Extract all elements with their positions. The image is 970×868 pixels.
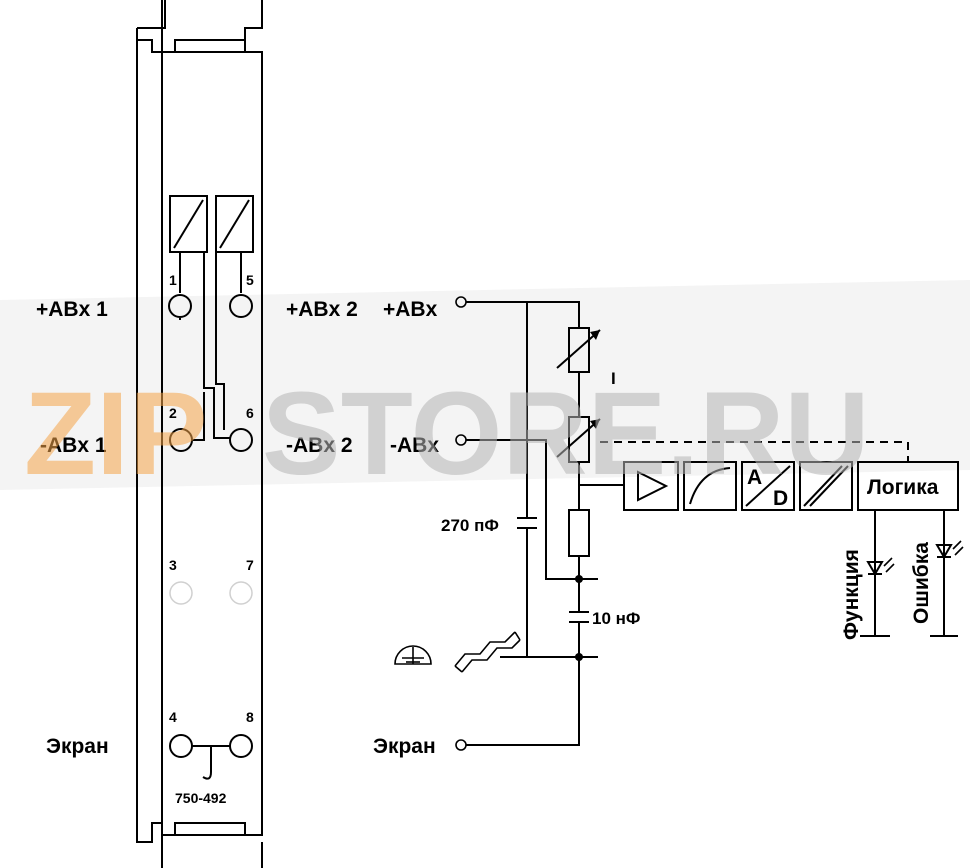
terminal-7 [229,581,253,605]
svg-text:D: D [773,487,788,510]
cap2-label: 10 нФ [592,609,640,628]
din-rail-icon [454,631,521,673]
led-error-wire [930,510,958,637]
part-number: 750-492 [175,790,227,806]
amplifier-block [623,461,679,511]
junction-dot [575,575,583,583]
terminal-number: 7 [246,557,254,573]
screen-terminal [455,739,467,751]
label-minus-abx1: -ABx 1 [40,434,107,457]
label-screen-right: Экран [373,735,436,758]
terminal-8 [229,734,253,758]
terminal-number: 2 [169,405,177,421]
capacitor-10nf [569,611,589,623]
terminal-6 [229,428,253,452]
module-body [136,0,263,868]
filter-block [683,461,737,511]
watermark: ZIP STORE.RU [24,368,870,500]
background-band [0,280,970,490]
adc-block: A D [741,461,795,511]
terminal-4 [169,734,193,758]
watermark-rest: STORE.RU [262,368,870,500]
label-input-minus: -ABx [390,434,439,457]
screen-bridge [192,745,230,780]
cap1-label: 270 пФ [441,516,499,535]
junction-dot [575,653,583,661]
terminal-number: 1 [169,272,177,288]
earth-ground-icon [394,645,432,665]
resistor-fixed [568,509,590,557]
terminal-2 [169,428,193,452]
terminal-number: 8 [246,709,254,725]
terminal-number: 3 [169,557,177,573]
isolation-block [799,461,853,511]
capacitor-270pf [517,517,537,529]
svg-text:A: A [747,466,762,489]
current-marker: I [611,369,616,388]
logic-block: Логика [857,461,959,511]
svg-text:Логика: Логика [867,476,939,499]
label-plus-abx1: +ABx 1 [36,298,108,321]
led-function-icon [866,557,895,576]
label-plus-abx2: +ABx 2 [286,298,358,321]
variable-resistor-1 [556,327,601,373]
protection-element-2 [215,195,254,253]
led-error-icon [935,540,964,559]
dashed-control-line [600,441,909,462]
wire-minus [466,439,598,580]
label-screen-left: Экран [46,735,109,758]
variable-resistor-2 [556,416,601,463]
internal-wire-3 [203,252,231,439]
terminal-3 [169,581,193,605]
led-function-label: Функция [840,549,863,640]
label-input-plus: +ABx [383,298,438,321]
terminal-1 [168,294,192,318]
led-error-label: Ошибка [910,542,933,624]
terminal-number: 6 [246,405,254,421]
internal-wire-4 [192,252,225,441]
terminal-number: 5 [246,272,254,288]
terminal-number: 4 [169,709,177,725]
terminal-5 [229,294,253,318]
label-minus-abx2: -ABx 2 [286,434,353,457]
watermark-prefix: ZIP [24,368,208,500]
protection-element-1 [169,195,208,253]
wire-plus [466,301,580,328]
